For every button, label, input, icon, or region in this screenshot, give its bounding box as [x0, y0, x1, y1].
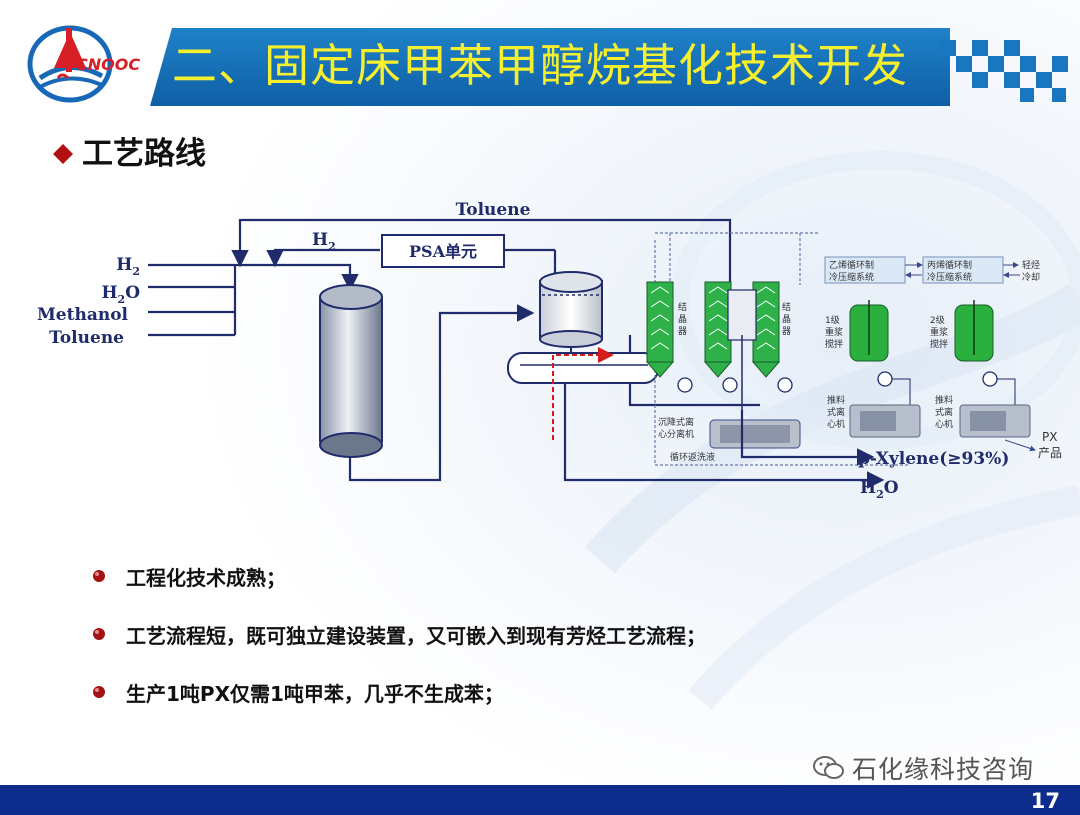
- ethylene-system-label: 乙烯循环制 冷压缩系统: [829, 259, 877, 283]
- pusher2-label: 推料 式离 心机: [935, 394, 956, 430]
- bullet-dot-icon: [93, 570, 105, 582]
- crystallization-section: 结 晶 器 结 晶 器 沉降式离 心分离机 循环返洗液 乙烯循环制 冷压缩系统: [645, 232, 1062, 466]
- process-flow-diagram: H2 H2O Methanol Toluene PSA单元 Toluene H2: [37, 200, 1062, 501]
- propylene-system-label: 丙烯循环制 冷压缩系统: [927, 259, 975, 283]
- list-item: 工程化技术成熟；: [92, 558, 706, 594]
- crystallizer-label-2: 结 晶 器: [782, 301, 794, 337]
- title-bar: [150, 28, 950, 106]
- bullet-list: 工程化技术成熟； 工艺流程短，既可独立建设装置，又可嵌入到现有芳烃工艺流程； 生…: [92, 558, 706, 732]
- diamond-bullet-icon: [53, 144, 73, 164]
- stage1-label: 1级 重浆 搅拌: [825, 314, 846, 350]
- list-item: 工艺流程短，既可独立建设装置，又可嵌入到现有芳烃工艺流程；: [92, 616, 706, 652]
- psa-unit-label: PSA单元: [409, 242, 477, 261]
- feed-toluene: Toluene: [49, 328, 124, 348]
- list-item: 生产1吨PX仅需1吨甲苯，几乎不生成苯；: [92, 674, 706, 710]
- bullet-text: 工艺流程短，既可独立建设装置，又可嵌入到现有芳烃工艺流程；: [126, 623, 706, 648]
- bullet-dot-icon: [93, 686, 105, 698]
- bullet-text: 工程化技术成熟；: [126, 565, 286, 590]
- toluene-recycle-label: Toluene: [456, 200, 531, 220]
- bullet-dot-icon: [93, 628, 105, 640]
- separator-vessel: [539, 271, 603, 348]
- footer-bar: [0, 785, 1080, 815]
- wechat-icon: [813, 756, 844, 779]
- right-tags: 轻烃 冷却: [1022, 259, 1043, 283]
- feed-h2o: H2O: [101, 283, 140, 306]
- watermark: 石化缘科技咨询: [812, 750, 1034, 786]
- water-output-label: H2O: [860, 478, 899, 501]
- section-heading: 工艺路线: [52, 134, 206, 174]
- logo-text: CNOOC: [76, 55, 140, 74]
- stage2-label: 2级 重浆 搅拌: [930, 314, 951, 350]
- page-title: 二、固定床甲苯甲醇烷基化技术开发: [172, 39, 909, 92]
- feed-h2: H2: [116, 255, 140, 278]
- pxylene-output-label: p-Xylene(≥93%): [858, 449, 1009, 469]
- crystallizer-label-1: 结 晶 器: [678, 301, 690, 337]
- bullet-text: 生产1吨PX仅需1吨甲苯，几乎不生成苯；: [126, 681, 504, 706]
- watermark-text: 石化缘科技咨询: [852, 755, 1035, 784]
- checker-decoration: [940, 40, 1068, 102]
- wash-loop-label: 循环返洗液: [670, 451, 715, 463]
- pusher1-label: 推料 式离 心机: [827, 394, 848, 430]
- fixed-bed-reactor: [319, 284, 383, 458]
- cnooc-logo: CNOOC: [27, 25, 140, 103]
- px-product-label: PX 产品: [1038, 430, 1062, 460]
- h2-recycle-label: H2: [312, 230, 336, 253]
- page-number: 17: [1030, 789, 1060, 813]
- decanter-label: 沉降式离 心分离机: [658, 416, 697, 440]
- section-label: 工艺路线: [82, 136, 206, 172]
- heat-exchanger: [507, 352, 659, 384]
- feed-methanol: Methanol: [37, 305, 129, 325]
